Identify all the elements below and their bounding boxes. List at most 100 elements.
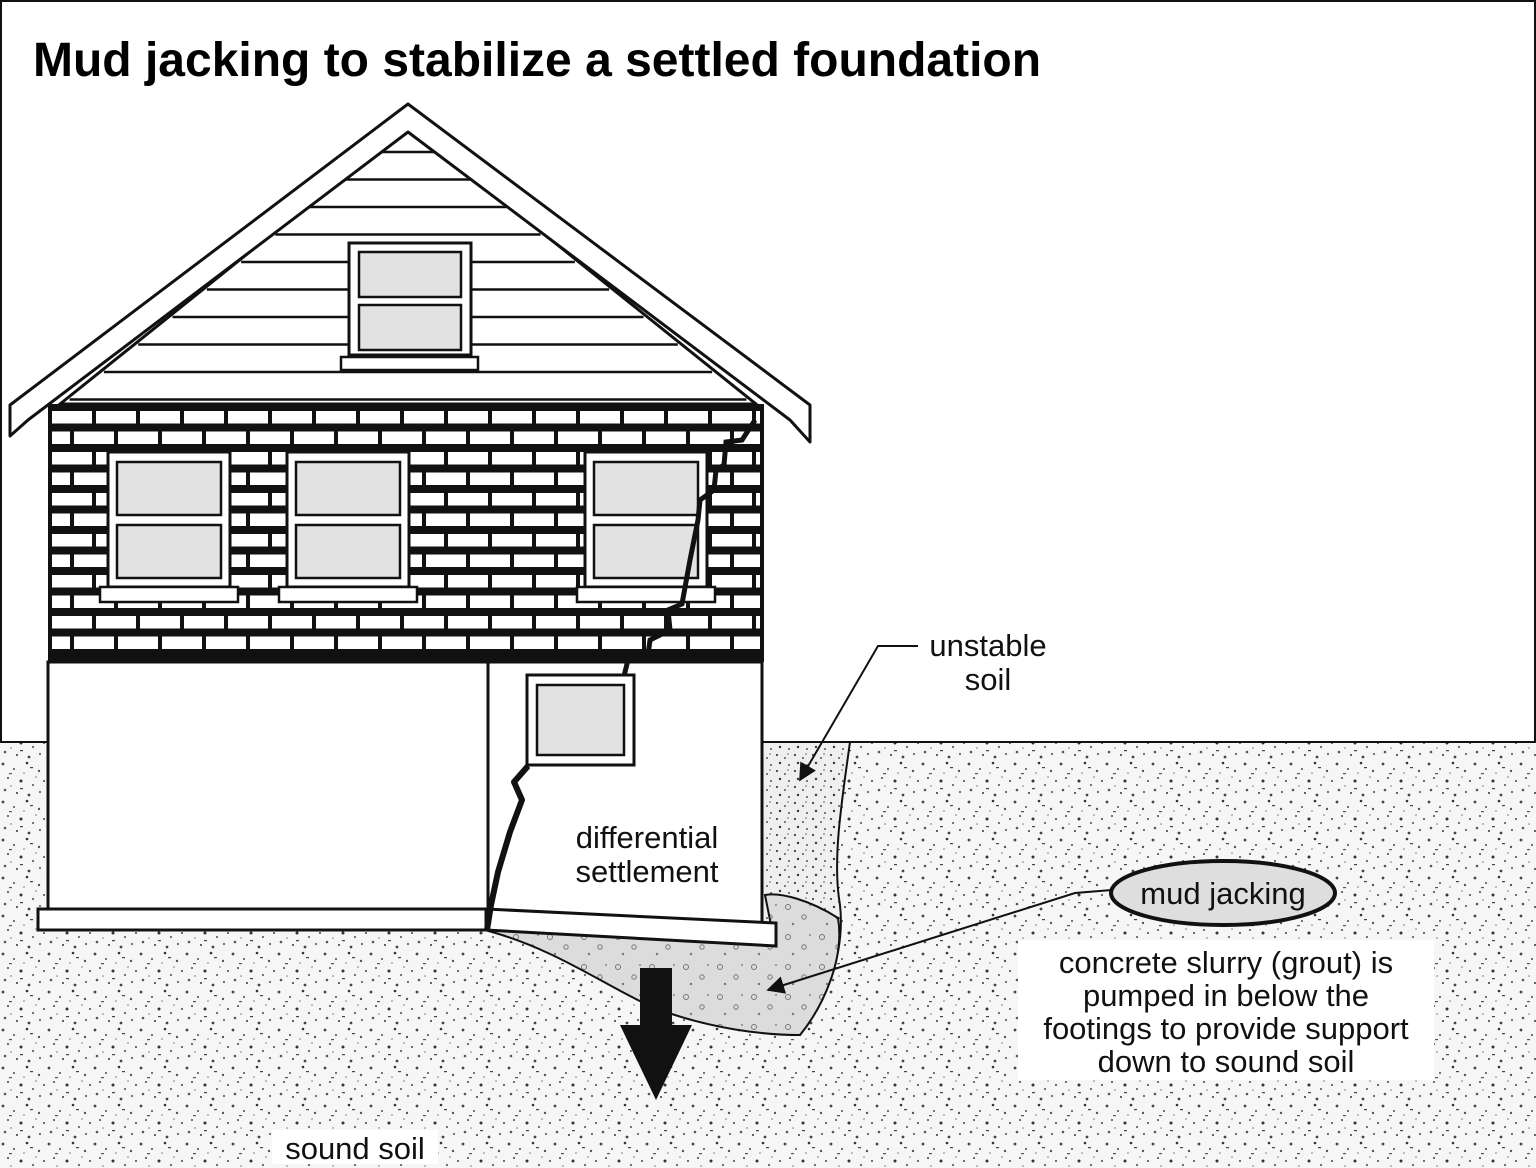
brick xyxy=(536,493,576,506)
brick xyxy=(536,616,576,629)
brick xyxy=(294,431,334,444)
brick xyxy=(250,554,290,567)
brick xyxy=(426,472,466,485)
brick xyxy=(272,616,312,629)
brick xyxy=(52,472,70,485)
brick xyxy=(74,431,114,444)
brick xyxy=(470,554,510,567)
brick xyxy=(316,411,356,424)
brick xyxy=(250,513,290,526)
brick xyxy=(52,452,92,465)
brick xyxy=(140,616,180,629)
brick xyxy=(690,431,730,444)
brick xyxy=(360,616,400,629)
brick xyxy=(426,431,466,444)
brick xyxy=(668,411,708,424)
brick xyxy=(558,431,598,444)
brick xyxy=(52,595,70,608)
settlement-down-arrow xyxy=(620,968,692,1100)
brick xyxy=(492,452,532,465)
brick xyxy=(96,616,136,629)
foundation-wall-left xyxy=(46,660,490,912)
unstable-soil-label-line1: unstable xyxy=(929,628,1046,663)
brick xyxy=(118,431,158,444)
brick xyxy=(404,575,444,588)
brick xyxy=(228,411,268,424)
brick xyxy=(470,595,510,608)
roof-trim xyxy=(8,102,812,444)
brick xyxy=(52,636,70,649)
brick xyxy=(52,513,70,526)
brick xyxy=(206,431,246,444)
brick xyxy=(712,616,752,629)
brick xyxy=(74,636,114,649)
brick xyxy=(162,636,202,649)
brick xyxy=(756,452,760,465)
brick xyxy=(734,554,760,567)
brick xyxy=(184,411,224,424)
brick xyxy=(404,534,444,547)
brick xyxy=(448,493,488,506)
brick xyxy=(668,616,708,629)
brick xyxy=(162,431,202,444)
brick xyxy=(492,575,532,588)
grout-note-background xyxy=(1018,940,1434,1080)
differential-label-line2: settlement xyxy=(575,854,718,889)
brick xyxy=(140,411,180,424)
mud-jacking-leader xyxy=(766,889,1113,994)
brick xyxy=(514,636,554,649)
brick xyxy=(426,595,466,608)
brick xyxy=(734,595,760,608)
sound-soil-label-background xyxy=(272,1130,438,1164)
brick xyxy=(712,452,752,465)
brick xyxy=(690,636,730,649)
brick xyxy=(96,411,136,424)
brick xyxy=(382,431,422,444)
brick xyxy=(536,534,576,547)
brick xyxy=(448,411,488,424)
brick xyxy=(470,472,510,485)
brick xyxy=(404,452,444,465)
brick xyxy=(338,636,378,649)
house xyxy=(8,102,812,948)
brick xyxy=(404,411,444,424)
brick xyxy=(602,431,642,444)
brick xyxy=(492,616,532,629)
mud-jacking-ellipse xyxy=(1109,859,1337,927)
brick xyxy=(404,493,444,506)
brick xyxy=(360,411,400,424)
grout-region xyxy=(484,893,841,1037)
brick xyxy=(624,616,664,629)
brick xyxy=(536,452,576,465)
brick xyxy=(250,472,290,485)
brick xyxy=(250,431,290,444)
brick xyxy=(756,575,760,588)
foundation-crack xyxy=(484,764,531,931)
brick xyxy=(294,636,334,649)
brick xyxy=(580,616,620,629)
brick xyxy=(316,616,356,629)
grout-note-line3: footings to provide support xyxy=(1043,1011,1409,1046)
brick xyxy=(52,534,92,547)
brick xyxy=(52,493,92,506)
brick xyxy=(228,452,268,465)
mud-jacking-label: mud jacking xyxy=(1140,876,1305,911)
brick xyxy=(470,431,510,444)
diagram-title: Mud jacking to stabilize a settled found… xyxy=(33,34,1041,87)
window-middle xyxy=(277,450,419,604)
brick xyxy=(756,493,760,506)
brick xyxy=(514,554,554,567)
brick xyxy=(228,616,268,629)
brick xyxy=(624,411,664,424)
brick xyxy=(712,493,752,506)
brick xyxy=(712,534,752,547)
brick xyxy=(118,636,158,649)
differential-label-line1: differential xyxy=(576,820,718,855)
brick xyxy=(734,636,760,649)
brick xyxy=(580,411,620,424)
brick xyxy=(426,554,466,567)
brick xyxy=(602,636,642,649)
brick xyxy=(448,452,488,465)
attic-window xyxy=(339,241,480,372)
sound-soil-label: sound soil xyxy=(285,1131,425,1166)
